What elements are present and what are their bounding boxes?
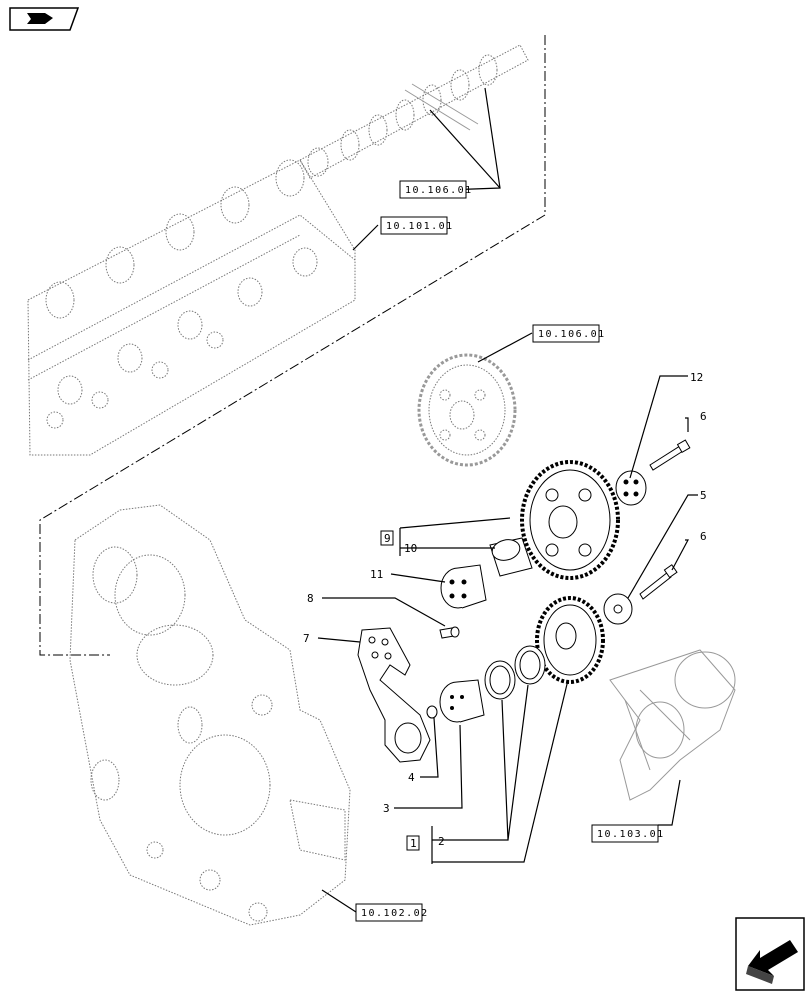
plug-4 [426, 705, 438, 719]
bushing-rings-2 [484, 645, 546, 700]
svg-text:10.103.01: 10.103.01 [597, 829, 665, 840]
timing-case-illustration [69, 504, 351, 926]
hub-3 [439, 679, 485, 723]
next-page-arrow-icon[interactable] [735, 917, 805, 991]
item-label-10: 10 [404, 542, 417, 555]
leader-lines [317, 87, 698, 913]
ref-box-cam-gear[interactable]: 10.106.01 [532, 324, 606, 343]
cam-gear-illustration [417, 353, 517, 467]
svg-text:10.106.01: 10.106.01 [405, 185, 473, 196]
bolt-6-upper [649, 439, 691, 471]
thrust-washer-5 [603, 593, 633, 625]
item-box-1: 1 [406, 835, 420, 851]
thrust-washer-12 [615, 470, 647, 506]
bush-10 [489, 537, 533, 577]
ref-box-camshaft[interactable]: 10.106.01 [399, 180, 473, 199]
item-label-6-upper: 6 [700, 410, 707, 423]
svg-text:10.101.01: 10.101.01 [386, 221, 454, 232]
item-label-8: 8 [307, 592, 314, 605]
ref-box-crankshaft[interactable]: 10.103.01 [591, 824, 665, 843]
item-label-3: 3 [383, 802, 390, 815]
item-label-4: 4 [408, 771, 415, 784]
upper-idler-gear [520, 460, 620, 580]
item-label-12: 12 [690, 371, 703, 384]
screw-8 [439, 626, 460, 639]
item-label-2: 2 [438, 835, 445, 848]
item-label-6-lower: 6 [700, 530, 707, 543]
crankshaft-illustration [609, 649, 736, 801]
item-label-11: 11 [370, 568, 383, 581]
assembly-boundary [39, 35, 546, 656]
lower-idler-gear [535, 596, 605, 684]
svg-text:10.106.01: 10.106.01 [538, 329, 606, 340]
camshaft-illustration [299, 44, 529, 179]
hand-pointing-icon[interactable] [9, 7, 80, 31]
svg-text:9: 9 [384, 532, 391, 545]
item-label-7: 7 [303, 632, 310, 645]
item-box-9: 9 [380, 530, 394, 546]
hub-11 [440, 564, 487, 609]
svg-text:1: 1 [410, 837, 417, 850]
ref-box-cylinder-head[interactable]: 10.101.01 [380, 216, 454, 235]
svg-text:10.102.02: 10.102.02 [361, 908, 429, 919]
bolt-6-lower [639, 564, 678, 600]
bracket-7 [357, 627, 431, 763]
item-label-5: 5 [700, 489, 707, 502]
item-labels: 12 6 5 6 9 10 11 8 7 4 3 1 2 [303, 371, 707, 851]
ref-box-timing-case[interactable]: 10.102.02 [355, 903, 429, 922]
cylinder-head-illustration [27, 159, 356, 456]
